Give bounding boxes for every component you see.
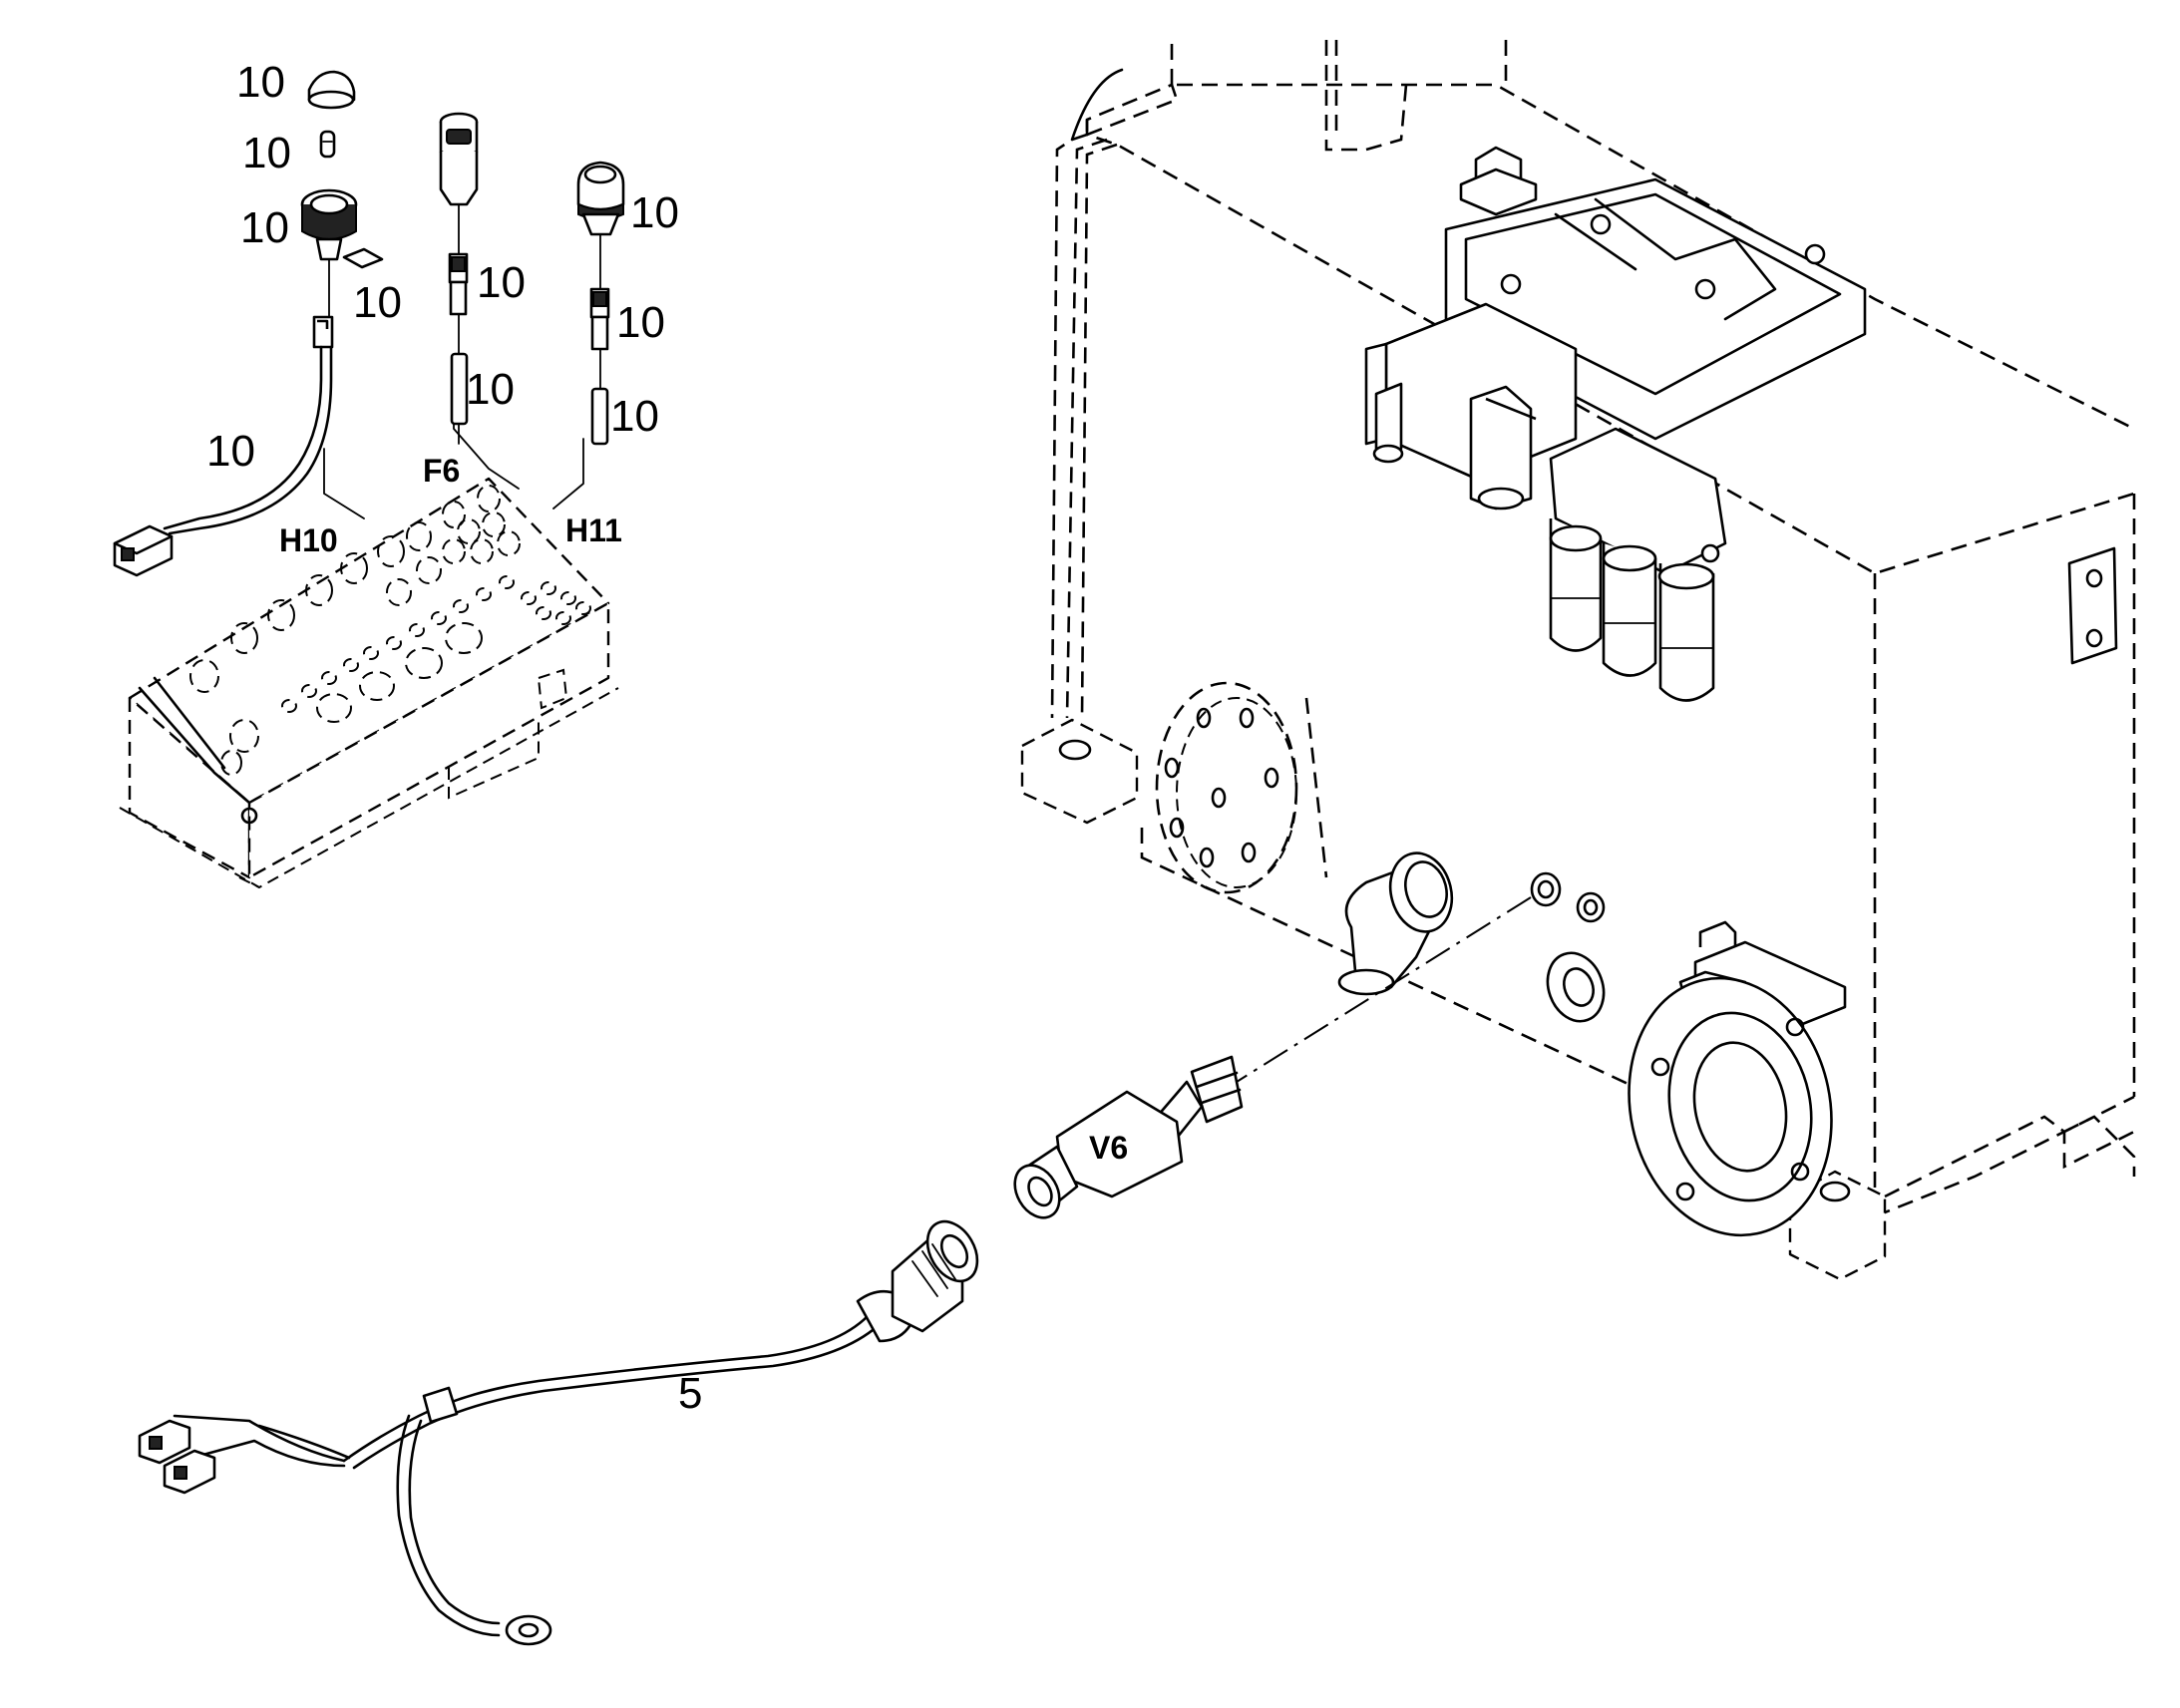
assembly-line-v6 [1236, 896, 1532, 1083]
nut-fittings [1530, 871, 1606, 1023]
callouts: 10 10 10 10 10 10 10 10 10 10 5 F6 H10 H… [206, 58, 702, 1418]
callout-10-gasket: 10 [353, 278, 402, 327]
callout-5-harness: 5 [678, 1369, 702, 1418]
sensor-v6: V6 [1013, 1055, 1244, 1219]
tank-assembly [1020, 40, 2136, 1281]
panel-holes [189, 485, 591, 776]
callout-10-socket: 10 [240, 203, 289, 252]
control-panel [119, 477, 619, 889]
component-f6 [439, 112, 479, 445]
callout-10-bulb: 10 [242, 129, 291, 177]
callout-10-f6-connector: 10 [477, 258, 526, 307]
callout-10-h11-connector: 10 [616, 298, 665, 347]
callout-10-cable-h10: 10 [206, 427, 255, 476]
elbow-fitting [1337, 852, 1454, 996]
component-h11 [576, 161, 625, 446]
ref-f6: F6 [423, 453, 460, 489]
ref-h11: H11 [565, 512, 622, 548]
ref-h10: H10 [279, 522, 338, 558]
callout-10-cap: 10 [236, 58, 285, 107]
ref-v6: V6 [1089, 1130, 1128, 1166]
valve-block [1364, 146, 1867, 511]
cable-harness [138, 1219, 979, 1646]
filter-group [1549, 427, 1727, 702]
flange-plate [1155, 681, 1298, 894]
callout-10-h11-sleeve: 10 [610, 392, 659, 441]
ball-valve [1628, 920, 1847, 1237]
component-h10 [113, 70, 384, 577]
callout-10-h11-lamp: 10 [630, 188, 679, 237]
callout-10-f6-sleeve: 10 [466, 365, 515, 414]
